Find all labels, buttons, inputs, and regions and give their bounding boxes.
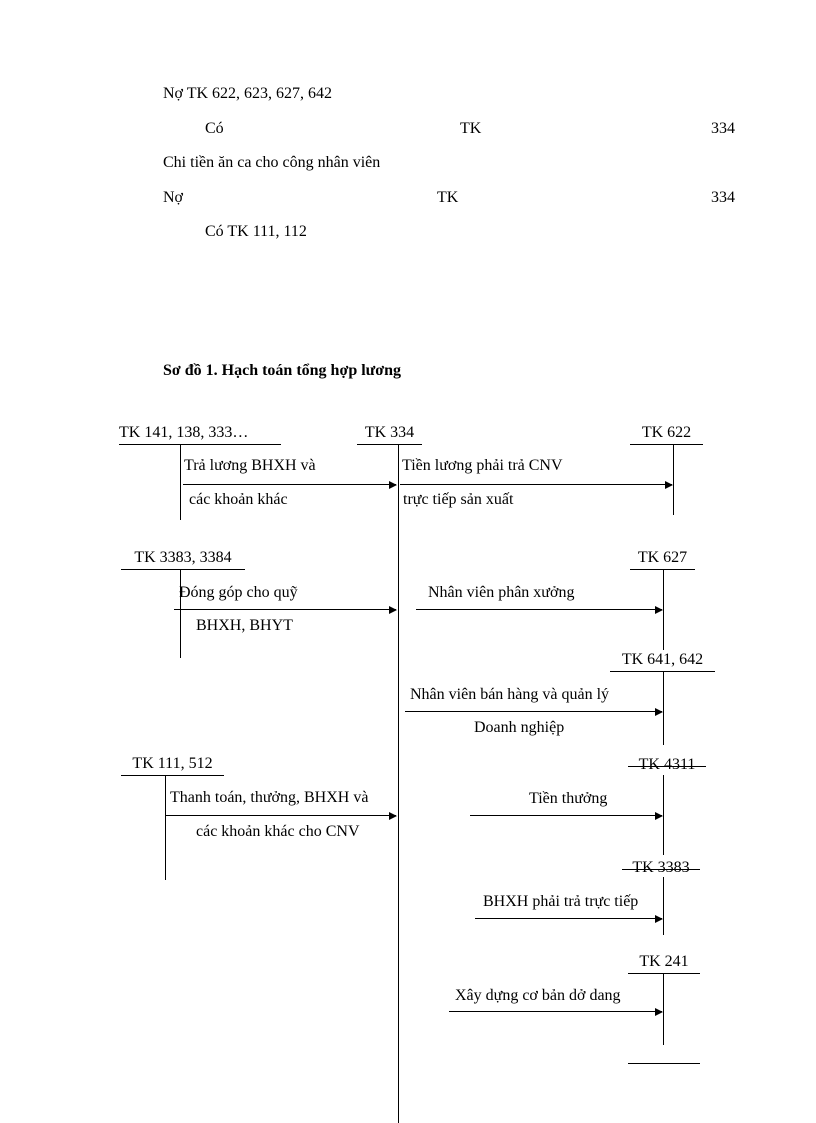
tk241-vertical-line (663, 973, 664, 1045)
tk4311-strike-line (628, 766, 706, 767)
flow2-left-arrow (174, 606, 397, 614)
flow3-text-2: Doanh nghiệp (474, 719, 565, 736)
flow4-right-arrow (470, 812, 663, 820)
flow4-left-arrow (166, 812, 397, 820)
flow4-right-text: Tiền thưởng (529, 790, 608, 807)
flow4-left-text-1: Thanh toán, thưởng, BHXH và (170, 789, 369, 806)
flow2-right-text: Nhân viên phân xưởng (428, 584, 575, 601)
flow1-left-arrow (183, 481, 397, 489)
tk3383-strike-line (622, 869, 700, 870)
account-header-tk334: TK 334 (357, 423, 422, 445)
flow1-right-arrow (400, 481, 673, 489)
flow5-arrowhead (655, 915, 663, 923)
journal-line-4-no: Nợ (163, 189, 184, 206)
flow1-left-text-1: Trả lương BHXH và (184, 457, 316, 474)
tk627-vertical-line (663, 569, 664, 650)
account-header-tk3383-3384: TK 3383, 3384 (121, 548, 245, 570)
flow1-right-text-1: Tiền lương phải trả CNV (402, 457, 563, 474)
journal-line-4-tk: TK (437, 189, 459, 206)
account-header-tk627: TK 627 (630, 548, 695, 570)
account-header-tk641-642: TK 641, 642 (610, 650, 715, 672)
flow6-arrow (449, 1008, 663, 1016)
tk641-642-vertical-line (663, 671, 664, 745)
tk141-vertical-line (180, 444, 181, 520)
flow1-right-arrowhead (665, 481, 673, 489)
flow5-text: BHXH phải trả trực tiếp (483, 893, 639, 910)
account-header-tk111-512: TK 111, 512 (121, 754, 224, 776)
account-header-tk4311: TK 4311 (628, 755, 706, 775)
account-header-tk141-138-333: TK 141, 138, 333… (119, 423, 281, 445)
flow1-left-arrowhead (389, 481, 397, 489)
journal-line-1: Nợ TK 622, 623, 627, 642 (163, 85, 333, 102)
flow4-left-arrowhead (389, 812, 397, 820)
flow2-left-arrowhead (389, 606, 397, 614)
journal-line-2-num: 334 (711, 120, 735, 137)
flow2-right-arrow (416, 606, 663, 614)
account-header-tk3383-label: TK 3383 (632, 859, 690, 876)
account-header-tk622: TK 622 (630, 423, 703, 445)
account-header-tk3383-right: TK 3383 (622, 858, 700, 878)
account-header-tk241: TK 241 (628, 952, 700, 974)
flow6-text: Xây dựng cơ bản dở dang (455, 987, 621, 1004)
journal-line-2-co: Có (205, 120, 224, 137)
tk334-vertical-line (398, 444, 399, 1123)
flow4-right-arrowhead (655, 812, 663, 820)
flow4-left-text-2: các khoản khác cho CNV (196, 823, 360, 840)
tk111-512-vertical-line (165, 775, 166, 880)
tk3383-3384-vertical-line (180, 569, 181, 658)
flow2-right-arrowhead (655, 606, 663, 614)
right-column-closing-line (628, 1063, 700, 1064)
flow2-left-text-1: Đóng góp cho quỹ (179, 584, 298, 601)
flow1-left-text-2: các khoản khác (189, 491, 288, 508)
diagram-title: Sơ đồ 1. Hạch toán tổng hợp lương (163, 362, 402, 379)
tk4311-vertical-line (663, 775, 664, 855)
journal-line-4-num: 334 (711, 189, 735, 206)
flow3-text-1: Nhân viên bán hàng và quản lý (410, 686, 610, 703)
flow3-arrowhead (655, 708, 663, 716)
flow1-right-text-2: trực tiếp sản xuất (403, 491, 514, 508)
flow6-arrowhead (655, 1008, 663, 1016)
journal-line-3: Chi tiền ăn ca cho công nhân viên (163, 154, 381, 171)
tk3383-right-vertical-line (663, 877, 664, 935)
tk622-vertical-line (673, 444, 674, 515)
journal-line-5: Có TK 111, 112 (205, 223, 307, 240)
flow2-left-text-2: BHXH, BHYT (196, 617, 293, 634)
flow5-arrow (475, 915, 663, 923)
flow3-arrow (405, 708, 663, 716)
account-header-tk4311-label: TK 4311 (638, 756, 696, 773)
journal-line-2-tk: TK (460, 120, 482, 137)
